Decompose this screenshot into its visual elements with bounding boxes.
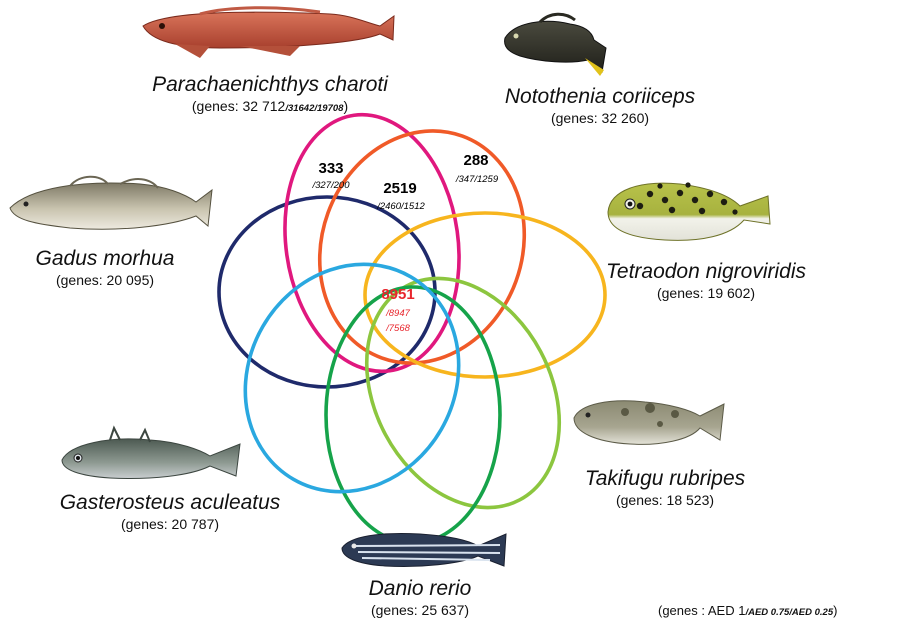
legend-suffix: ) — [833, 603, 837, 618]
label-parachaenichthys: Parachaenichthys charoti (genes: 32 712/… — [120, 73, 420, 118]
species-gene-count: (genes: 32 260) — [470, 109, 730, 127]
species-name: Parachaenichthys charoti — [120, 73, 420, 97]
count-aed-values: /347/1259 — [455, 174, 499, 185]
ellipse-takifugu — [328, 245, 597, 541]
count-aed-values: /2460/1512 — [376, 201, 425, 212]
aed-legend: (genes : AED 1/AED 0.75/AED 0.25) — [658, 603, 837, 618]
label-notothenia: Notothenia coriiceps (genes: 32 260) — [470, 85, 730, 127]
species-gene-count: (genes: 25 637) — [330, 601, 510, 619]
ellipse-parachaenichthys — [269, 103, 475, 382]
count-value: 333 — [318, 160, 343, 177]
label-tetraodon: Tetraodon nigroviridis (genes: 19 602) — [586, 260, 826, 302]
species-name: Gadus morhua — [5, 247, 205, 271]
species-gene-count: (genes: 20 787) — [30, 515, 310, 533]
species-name: Notothenia coriiceps — [470, 85, 730, 109]
count-value: 8951 — [381, 286, 414, 303]
fish-icon-gadus — [10, 177, 212, 230]
label-takifugu: Takifugu rubripes (genes: 18 523) — [560, 467, 770, 509]
intersection-core-all: 8951 /8947 /7568 — [381, 286, 414, 334]
fish-icon-notothenia — [505, 14, 606, 76]
species-name: Gasterosteus aculeatus — [30, 491, 310, 515]
fish-icon-gasterosteus — [62, 428, 240, 479]
ellipse-danio — [326, 287, 500, 543]
count-value: 2519 — [383, 180, 416, 197]
label-danio: Danio rerio (genes: 25 637) — [330, 577, 510, 619]
species-gene-count: (genes: 19 602) — [586, 284, 826, 302]
species-gene-count: (genes: 20 095) — [5, 271, 205, 289]
intersection-parachaenichthys-only: 333 /327/200 — [312, 160, 351, 191]
ellipse-gasterosteus — [204, 225, 499, 531]
fish-icon-tetraodon — [608, 182, 770, 240]
fish-icon-danio — [342, 534, 506, 567]
fish-icon-takifugu — [574, 401, 724, 445]
count-aed-values: /327/200 — [312, 180, 351, 191]
species-name: Tetraodon nigroviridis — [586, 260, 826, 284]
intersection-parachaenichthys-notothenia: 2519 /2460/1512 — [376, 180, 425, 212]
label-gadus: Gadus morhua (genes: 20 095) — [5, 247, 205, 289]
legend-prefix: (genes : AED 1 — [658, 603, 745, 618]
count-value: 288 — [463, 152, 488, 169]
count-aed-075: /8947 — [385, 308, 410, 319]
species-gene-count: (genes: 18 523) — [560, 491, 770, 509]
legend-sub: /AED 0.75/AED 0.25 — [745, 607, 833, 618]
species-name: Takifugu rubripes — [560, 467, 770, 491]
fish-icon-parachaenichthys — [143, 8, 394, 58]
label-gasterosteus: Gasterosteus aculeatus (genes: 20 787) — [30, 491, 310, 533]
count-aed-025: /7568 — [385, 323, 410, 334]
species-gene-count: (genes: 32 712/31642/19708) — [120, 97, 420, 118]
species-name: Danio rerio — [330, 577, 510, 601]
